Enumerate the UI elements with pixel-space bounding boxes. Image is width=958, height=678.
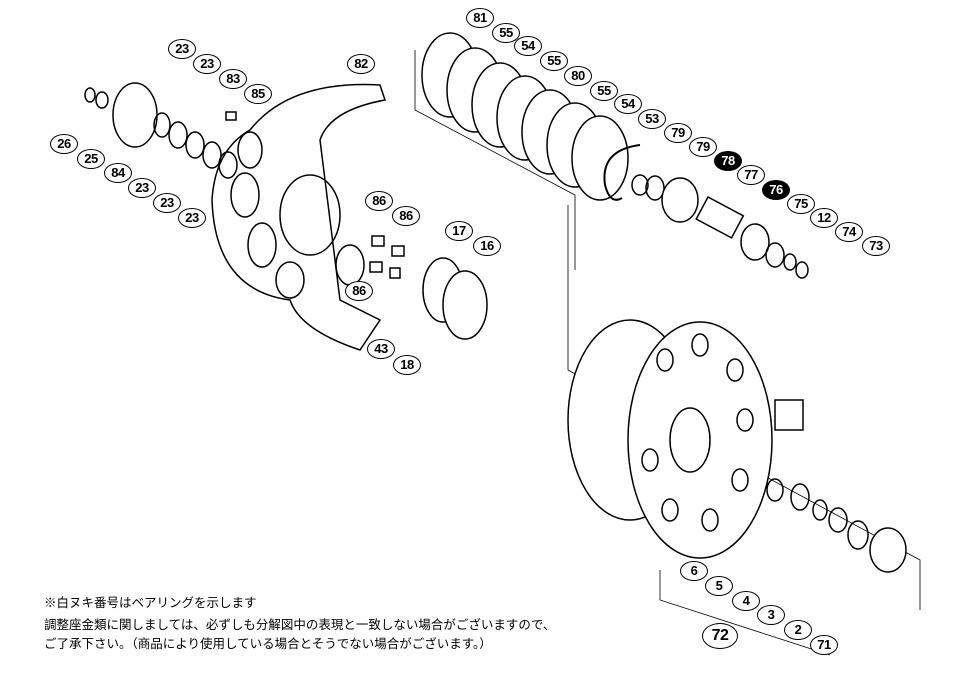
part-label-23: 23 [168,39,196,59]
part-label-55: 55 [492,23,520,43]
disclaimer-line-1: 調整座金類に関しましては、必ずしも分解図中の表現と一致しない場合がございますので… [44,618,556,632]
part-label-23: 23 [153,193,181,213]
part-label-86: 86 [392,206,420,226]
part-label-26: 26 [50,134,78,154]
part-label-54: 54 [514,36,542,56]
part-label-53: 53 [638,109,666,129]
part-label-85: 85 [244,84,272,104]
reel-frame [211,83,386,351]
drag-knob-parts [84,82,238,179]
part-label-77: 77 [737,165,765,185]
part-label-18: 18 [393,355,421,375]
part-label-4: 4 [732,591,760,611]
part-label-23: 23 [193,54,221,74]
part-label-74: 74 [835,222,863,242]
part-label-81: 81 [466,8,494,28]
part-label-23: 23 [178,208,206,228]
assembly-label-72: 72 [702,623,738,649]
frame-line [659,570,831,656]
part-label-2: 2 [784,620,812,640]
part-label-43: 43 [367,339,395,359]
part-label-86: 86 [365,191,393,211]
frame-line [414,50,576,270]
drag-stack [421,32,809,279]
bearing-label-76: 76 [762,180,790,200]
part-label-12: 12 [810,208,838,228]
disclaimer-line-2: ご了承下さい。（商品により使用している場合とそうでない場合がございます。） [44,637,492,651]
part-label-71: 71 [810,635,838,655]
bearing-label-78: 78 [714,151,742,171]
part-label-83: 83 [219,69,247,89]
part-label-73: 73 [862,236,890,256]
part-label-5: 5 [705,576,733,596]
part-label-6: 6 [680,561,708,581]
part-label-54: 54 [614,94,642,114]
part-label-3: 3 [757,605,785,625]
bearing-note: ※白ヌキ番号はベアリングを示します [44,596,257,610]
spool [567,319,804,559]
part-label-25: 25 [77,149,105,169]
part-label-80: 80 [564,66,592,86]
part-label-55: 55 [540,51,568,71]
part-label-79: 79 [664,123,692,143]
part-label-82: 82 [347,54,375,74]
part-label-79: 79 [689,137,717,157]
part-label-23: 23 [128,178,156,198]
part-label-16: 16 [473,236,501,256]
part-label-17: 17 [445,221,473,241]
part-label-75: 75 [787,194,815,214]
part-label-86: 86 [345,281,373,301]
part-label-84: 84 [104,163,132,183]
part-label-55: 55 [590,81,618,101]
click-parts [369,235,488,340]
spool-bearing-parts [766,478,907,573]
